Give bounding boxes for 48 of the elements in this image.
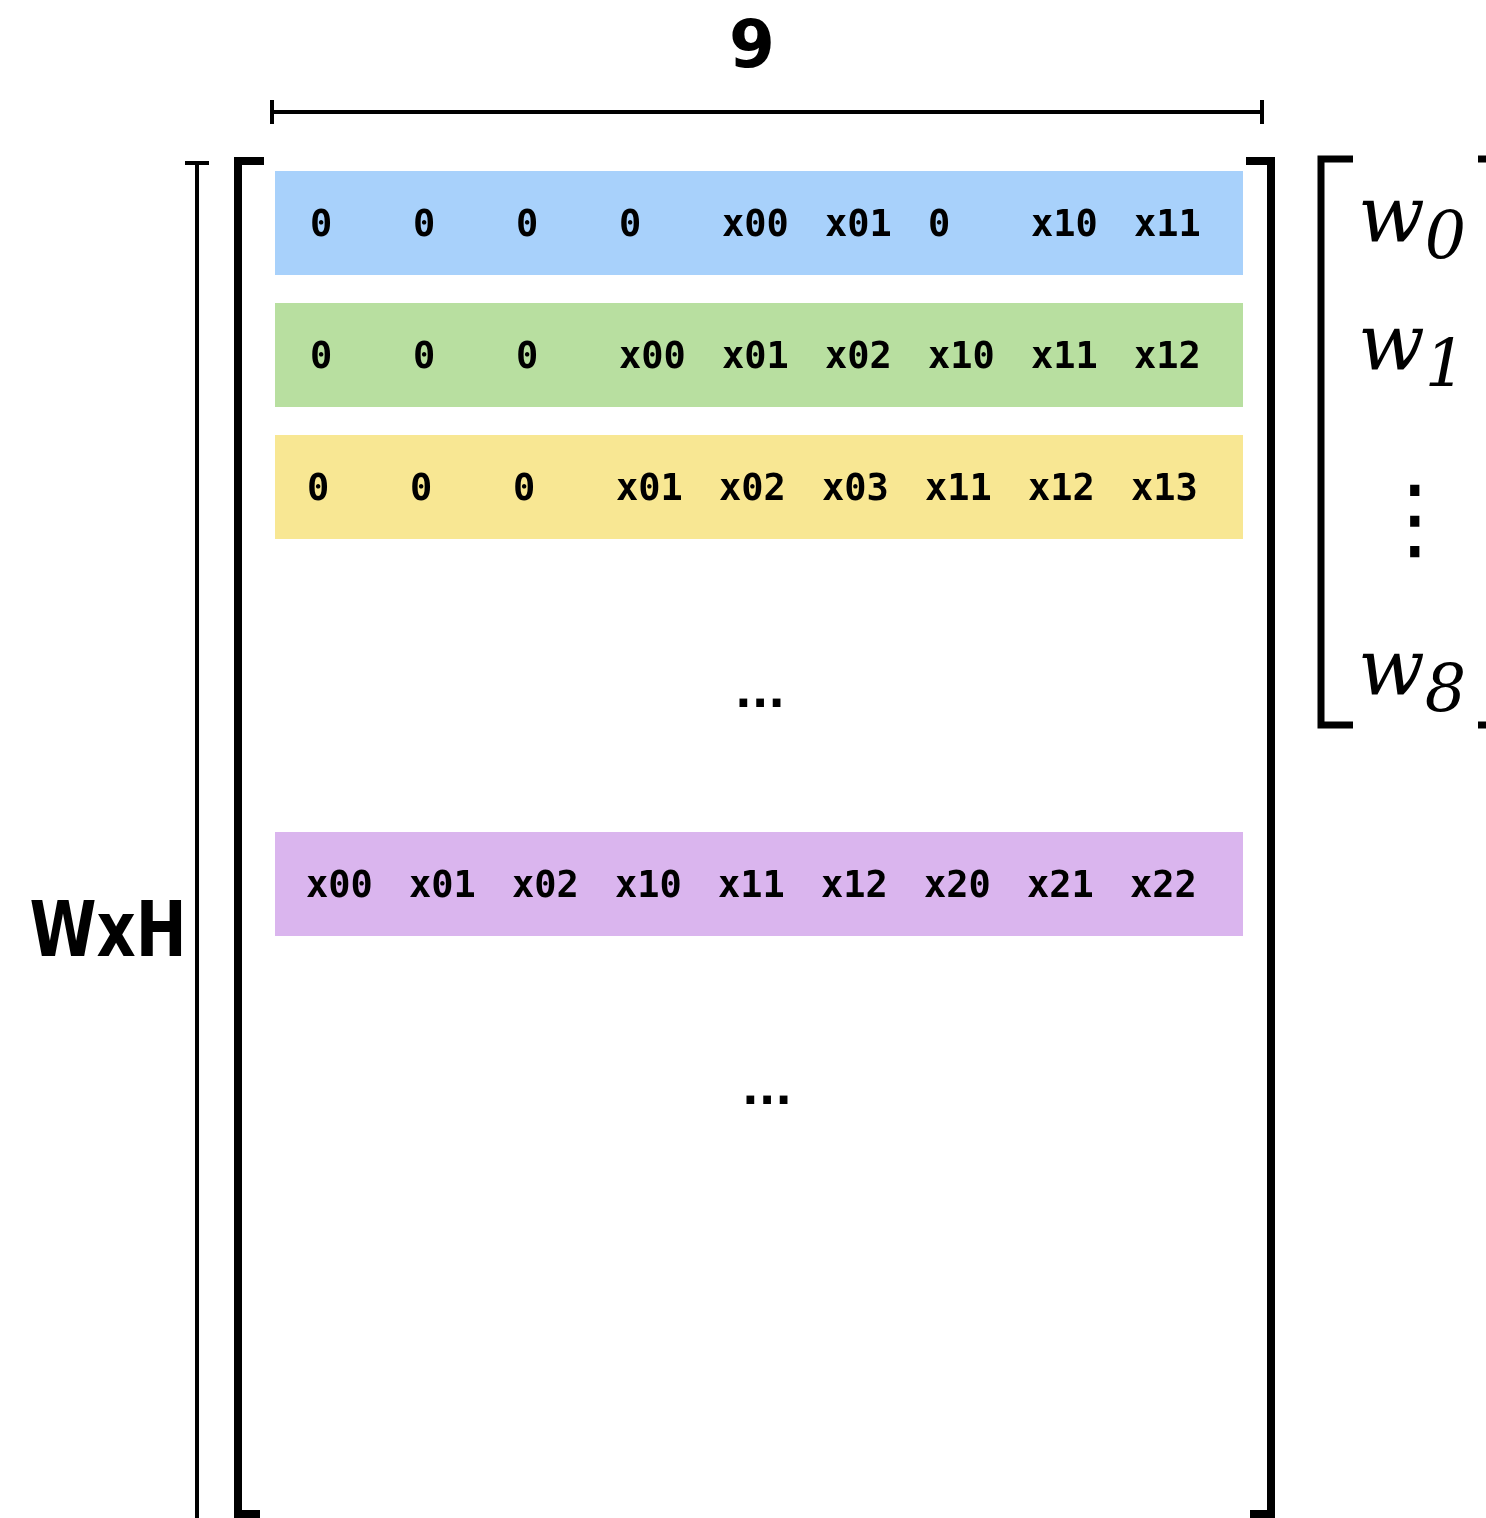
dimension-label: 9	[729, 12, 775, 78]
cell-value: x12	[1028, 465, 1096, 509]
cell-value: x02	[825, 333, 893, 377]
cell-value: x02	[512, 862, 580, 906]
cell-value: x20	[924, 862, 992, 906]
cell-value: x11	[1031, 333, 1099, 377]
cell-value: 0	[413, 201, 437, 245]
cell-value: x03	[822, 465, 890, 509]
cell-value: x10	[928, 333, 996, 377]
cell-value: x10	[615, 862, 683, 906]
cell-value: x12	[821, 862, 889, 906]
cell-value: x00	[722, 201, 790, 245]
cell-value: x22	[1130, 862, 1198, 906]
cell-value: 0	[928, 201, 952, 245]
cell-value: x11	[1134, 201, 1202, 245]
vector-entry: w$_{8}$	[1357, 628, 1467, 722]
dimension-label: WxH	[29, 892, 187, 968]
ellipsis: ...	[734, 670, 786, 714]
cell-value: 0	[413, 333, 437, 377]
cell-value: x01	[409, 862, 477, 906]
cell-value: 0	[310, 201, 334, 245]
vector-entry: w$_{0}$	[1357, 175, 1467, 269]
cell-value: x02	[719, 465, 787, 509]
cell-value: 0	[410, 465, 434, 509]
cell-value: x01	[722, 333, 790, 377]
matrix-row-band	[275, 832, 1243, 936]
cell-value: x00	[306, 862, 374, 906]
cell-value: 0	[619, 201, 643, 245]
vector-entry: w$_{1}$	[1357, 303, 1467, 397]
cell-value: x01	[825, 201, 893, 245]
cell-value: x10	[1031, 201, 1099, 245]
cell-value: x00	[619, 333, 687, 377]
cell-value: 0	[307, 465, 331, 509]
cell-value: 0	[310, 333, 334, 377]
matrix-row-band	[275, 303, 1243, 407]
cell-value: x01	[616, 465, 684, 509]
matrix-row-band	[275, 435, 1243, 539]
cell-value: x13	[1131, 465, 1199, 509]
cell-value: x11	[925, 465, 993, 509]
cell-value: x21	[1027, 862, 1095, 906]
ellipsis: ...	[741, 1067, 793, 1111]
cell-value: 0	[516, 201, 540, 245]
vertical-ellipsis: ⋮	[1370, 473, 1460, 563]
matrix-row-band	[275, 171, 1243, 275]
cell-value: 0	[516, 333, 540, 377]
cell-value: x12	[1134, 333, 1202, 377]
cell-value: 0	[513, 465, 537, 509]
cell-value: x11	[718, 862, 786, 906]
